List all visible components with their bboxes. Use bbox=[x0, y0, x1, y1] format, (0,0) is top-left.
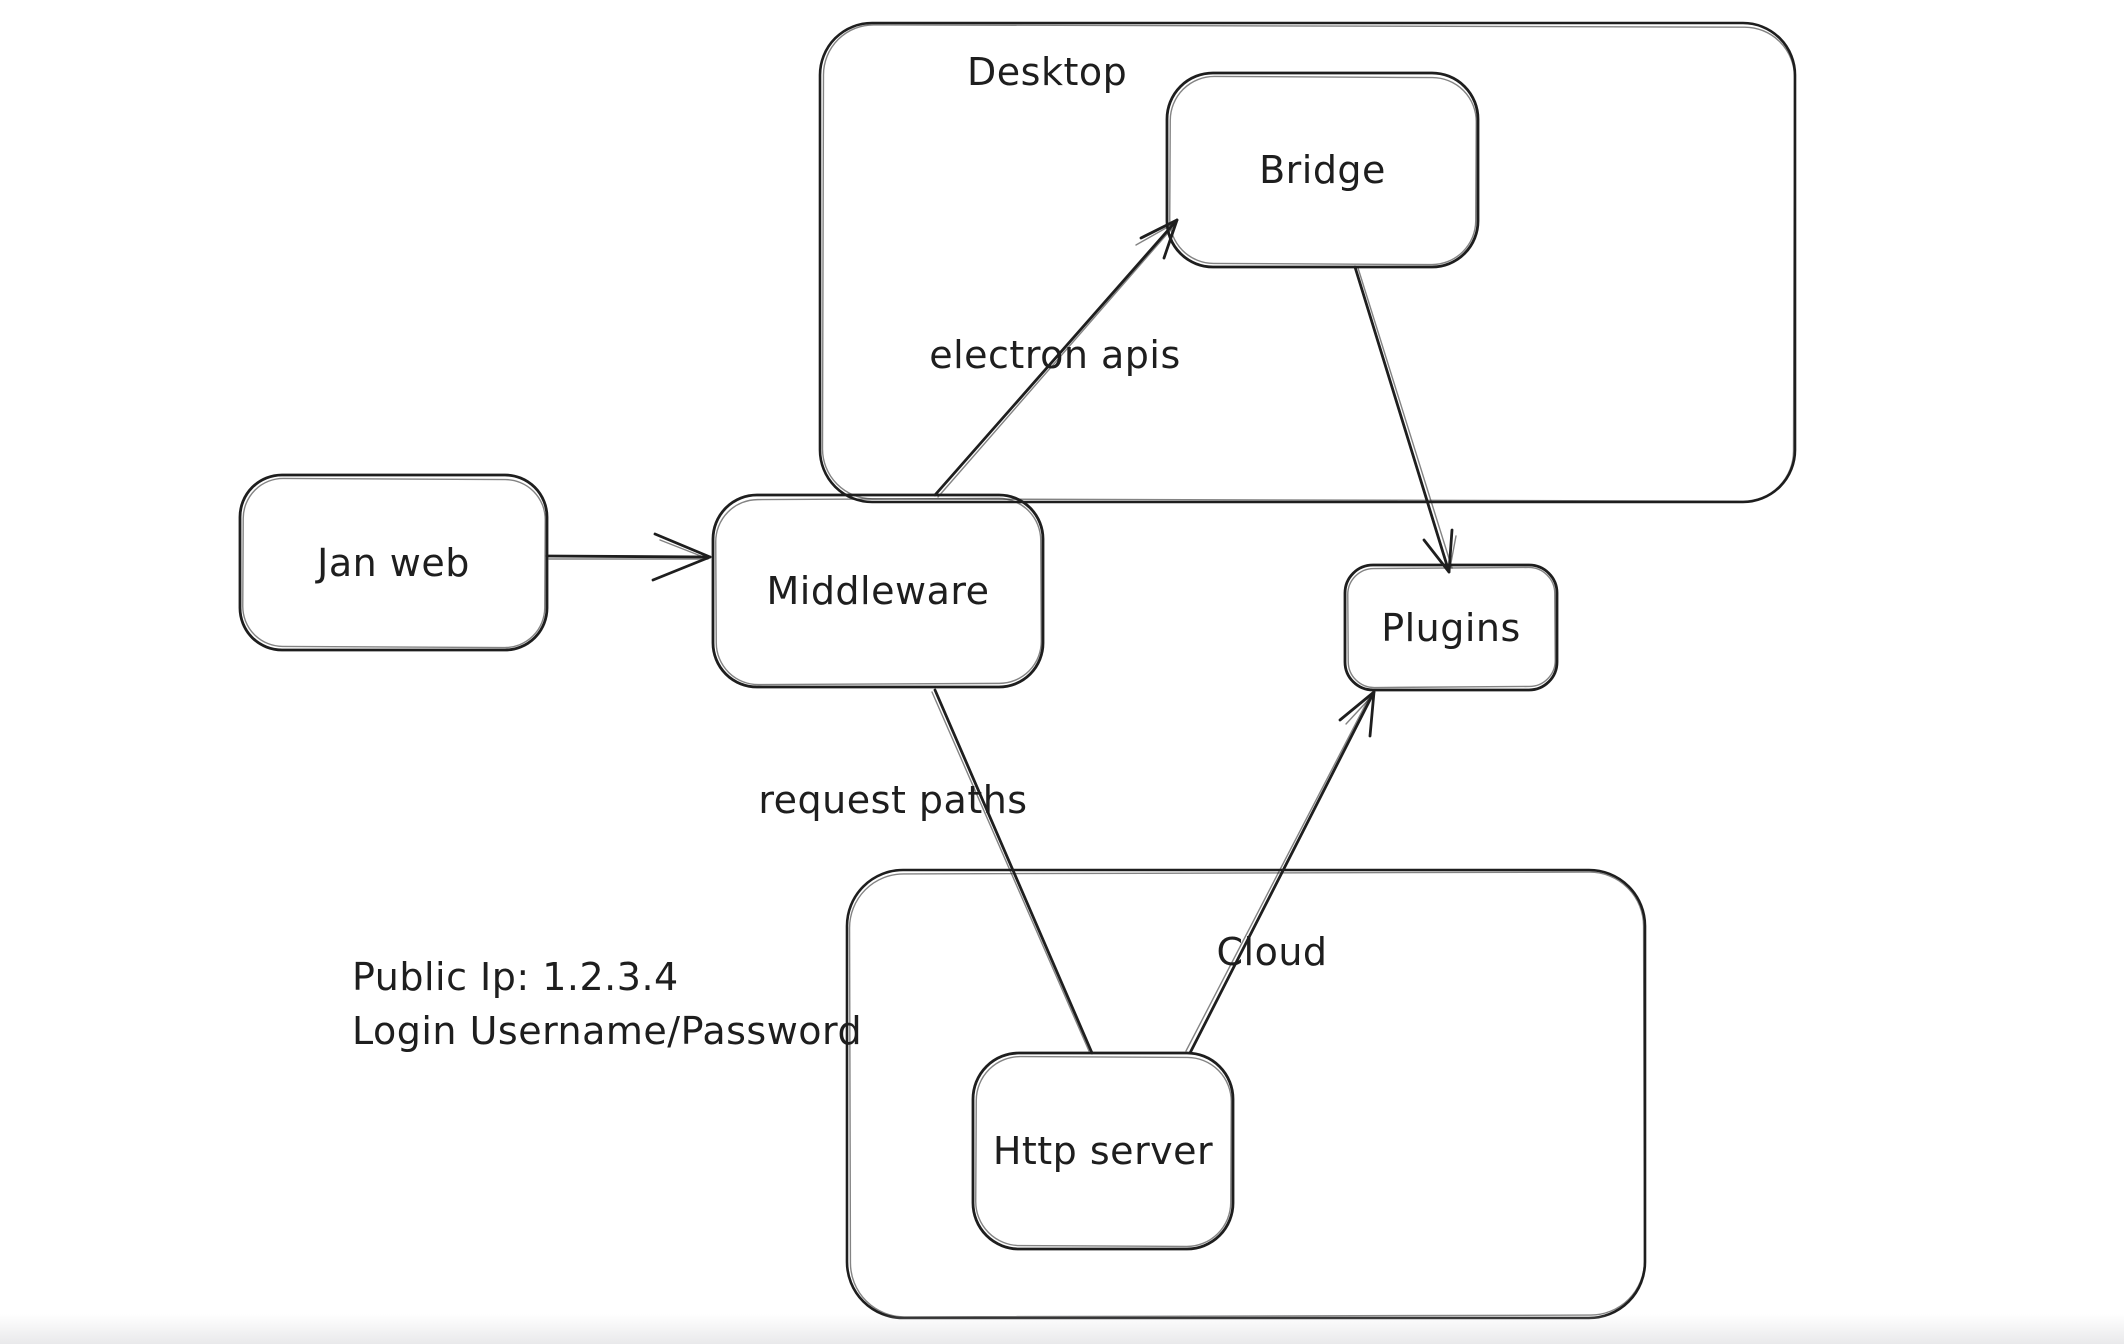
middleware-node-box[interactable] bbox=[711, 493, 1045, 689]
http-server-node-box[interactable] bbox=[971, 1051, 1235, 1251]
edge-http-server-to-plugins[interactable] bbox=[1185, 690, 1376, 1055]
jan-web-node-box[interactable] bbox=[238, 473, 549, 652]
edge-bridge-to-plugins[interactable] bbox=[1353, 265, 1457, 574]
edge-middleware-to-http-server[interactable] bbox=[931, 688, 1094, 1055]
plugins-node-box[interactable] bbox=[1343, 563, 1559, 692]
cloud-container-box[interactable] bbox=[845, 868, 1647, 1320]
desktop-container-box[interactable] bbox=[818, 21, 1797, 504]
arrowhead-up-right-icon bbox=[1338, 690, 1376, 738]
edge-jan-web-to-middleware[interactable] bbox=[545, 532, 712, 582]
edge-middleware-to-bridge[interactable] bbox=[933, 218, 1179, 498]
arrowhead-down-icon bbox=[1422, 528, 1454, 574]
bridge-node-box[interactable] bbox=[1165, 71, 1480, 269]
arrowhead-up-right-icon bbox=[1139, 218, 1179, 260]
login-text: Login Username/Password bbox=[352, 1009, 863, 1053]
arrowhead-right-icon bbox=[651, 532, 712, 582]
credentials-annotation[interactable]: Public Ip: 1.2.3.4 Login Username/Passwo… bbox=[352, 950, 862, 1058]
public-ip-text: Public Ip: 1.2.3.4 bbox=[352, 955, 679, 999]
